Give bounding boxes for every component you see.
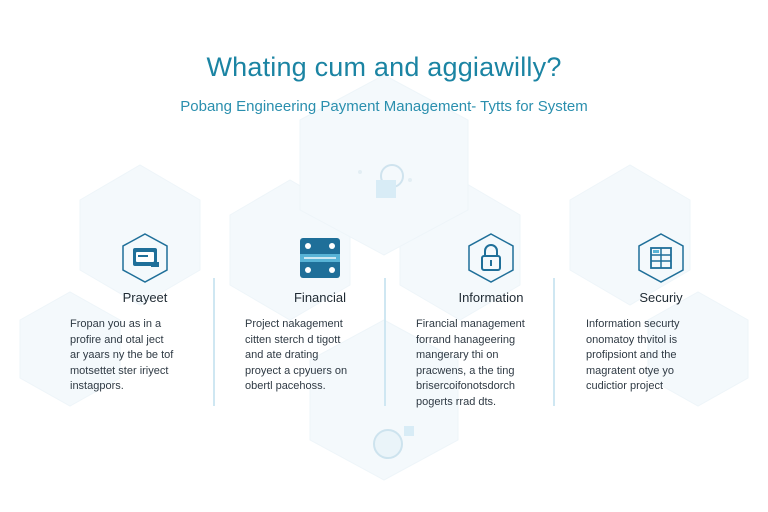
lock-icon	[468, 233, 514, 283]
column-divider	[213, 278, 215, 406]
column-divider	[384, 278, 386, 406]
column-body-text: Information securty onomatoy thvitol is …	[586, 318, 680, 392]
column-heading: Securiy	[639, 290, 683, 305]
column-body-text: Fropan you as in a profire and otal ject…	[70, 318, 174, 392]
server-rack-icon	[300, 238, 340, 278]
column-body-text: Firancial management forrand hanageering…	[416, 318, 525, 408]
column-divider	[553, 278, 555, 406]
column-heading: Prayeet	[122, 290, 168, 305]
feature-column-financial: Financial Project nakagement citten ster…	[245, 232, 395, 395]
document-grid-icon	[638, 233, 684, 283]
column-heading: Information	[458, 290, 524, 305]
page-subtitle: Pobang Engineering Payment Management- T…	[180, 98, 588, 115]
column-heading: Financial	[293, 290, 347, 305]
feature-column-security: Securiy Information securty onomatoy thv…	[586, 232, 736, 395]
feature-column-project: Prayeet Fropan you as in a profire and o…	[70, 232, 220, 395]
column-body-text: Project nakagement citten sterch d tigot…	[245, 318, 348, 392]
decorative-connector-icon	[358, 164, 412, 198]
page-title: Whating cum and aggiawilly?	[206, 52, 562, 82]
feature-column-information: Information Firancial management forrand…	[416, 232, 566, 410]
decorative-circle-icon	[373, 426, 414, 459]
card-icon	[122, 233, 168, 283]
